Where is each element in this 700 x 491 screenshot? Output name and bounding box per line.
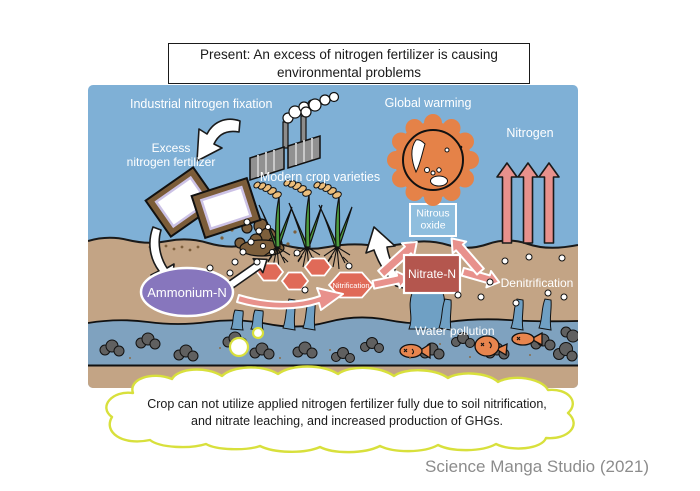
title-line1: Present: An excess of nitrogen fertilize… [200, 47, 498, 62]
water-pollution-label: Water pollution [415, 324, 495, 338]
modern-crops-label: Modern crop varieties [260, 170, 380, 184]
ammonium-label: Ammonium-N [147, 285, 226, 300]
excess-fertilizer-label-line1: Excess [152, 141, 191, 155]
factory-icon [249, 115, 321, 182]
crop-plant [283, 179, 323, 270]
nitrogen-emission-arrows [496, 162, 560, 244]
nitrate-label: Nitrate-N [408, 267, 456, 281]
caption-line2: and nitrate leaching, and increased prod… [191, 414, 503, 428]
thought-bubble-trail [228, 326, 265, 358]
water-top-line [88, 316, 578, 328]
dead-fish-icon [399, 331, 543, 360]
water-sediment-specks [129, 343, 531, 359]
arrow-ammonium-to-nitrification [236, 287, 344, 311]
soil-surface-line [88, 236, 578, 250]
soil-bubbles [206, 218, 568, 307]
nitrogen-label: Nitrogen [506, 126, 553, 140]
fertilizer-bag-icon [144, 165, 262, 240]
arrow-soil-to-nitrous-right [450, 237, 485, 276]
nitrous-oxide-label-line2: oxide [420, 220, 445, 232]
arrow-factory-to-fertilizer [196, 118, 241, 162]
global-warming-label: Global warming [385, 96, 472, 110]
crop-plant [313, 181, 353, 270]
excess-fertilizer-label-line2: nitrogen fertilizer [127, 155, 216, 169]
nitrous-oxide-label-line1: Nitrous [416, 208, 449, 220]
credit-text: Science Manga Studio (2021) [425, 457, 649, 476]
industrial-fixation-label: Industrial nitrogen fixation [130, 97, 272, 111]
water-layer [88, 317, 578, 366]
nitrification-label: Nitrification [332, 281, 369, 290]
title-box: Present: An excess of nitrogen fertilize… [168, 43, 530, 84]
smoke-icon [282, 91, 340, 124]
denitrification-label: Denitrification [501, 276, 574, 290]
nitrate-box [402, 253, 462, 295]
burning-earth-icon [387, 114, 479, 206]
arrow-soil-to-nitrous-left [377, 240, 418, 279]
scene: Nitrification [88, 85, 578, 388]
nitrification-hexagon [327, 271, 375, 299]
salmon-arrows [236, 237, 501, 311]
thought-bubble [105, 365, 575, 454]
title-line2: environmental problems [276, 64, 422, 80]
caption-line1: Crop can not utilize applied nitrogen fe… [147, 397, 547, 411]
ammonium-node [139, 266, 235, 318]
